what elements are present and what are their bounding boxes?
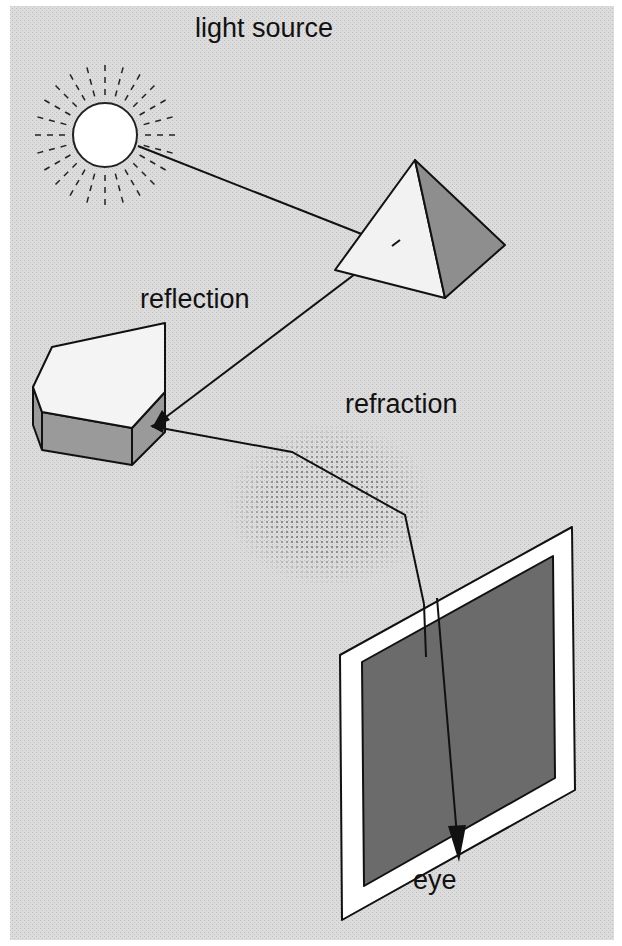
sun-ray — [155, 148, 161, 150]
sun-ray — [65, 155, 70, 158]
sun-ray — [55, 161, 60, 164]
sun-ray — [140, 112, 145, 115]
sun-ray — [131, 180, 134, 185]
sun-ray — [142, 94, 146, 98]
sun-ray — [104, 187, 106, 193]
sun-ray — [150, 106, 155, 109]
sun-ray — [144, 145, 150, 147]
sun-ray — [155, 120, 161, 122]
eye-label: eye — [413, 866, 457, 896]
sun-ray — [72, 102, 76, 106]
sun-ray — [61, 145, 67, 147]
sun-ray — [125, 95, 128, 100]
sun-ray — [49, 120, 55, 122]
sun-ray — [167, 152, 173, 154]
sun-ray — [93, 174, 95, 180]
sun-ray — [64, 172, 68, 176]
sun-ray — [157, 134, 163, 136]
light-source-symbol — [35, 65, 175, 205]
sun-ray — [150, 180, 154, 184]
sun-ray — [56, 86, 60, 90]
sun-ray — [115, 174, 117, 180]
sun-ray — [76, 85, 79, 90]
sun-ray — [90, 185, 92, 191]
sun-ray — [104, 65, 106, 71]
sun-ray — [150, 161, 155, 164]
prism — [33, 323, 165, 465]
sun-ray — [55, 106, 60, 109]
sun-ray — [144, 123, 150, 125]
sun-ray — [76, 180, 79, 185]
sun-ray — [131, 85, 134, 90]
sun-ray — [118, 185, 120, 191]
view-ray — [437, 598, 457, 836]
sun-ray — [160, 100, 165, 103]
sun-ray — [87, 67, 89, 73]
sun-ray — [72, 163, 76, 167]
sun-ray — [150, 86, 154, 90]
sun-ray — [47, 134, 53, 136]
image-plane — [340, 527, 575, 920]
sun-ray — [160, 167, 165, 170]
sun-ray — [59, 134, 65, 136]
sun-ray — [125, 170, 128, 175]
sun-ray — [93, 91, 95, 97]
sun-ray — [118, 79, 120, 85]
sun-ray — [65, 112, 70, 115]
sun-ray — [37, 117, 43, 119]
light-ray — [392, 240, 400, 246]
arrowhead — [448, 825, 466, 862]
background — [10, 6, 614, 940]
sun-ray — [122, 197, 124, 203]
sun-ray — [90, 79, 92, 85]
sun-ray — [44, 100, 49, 103]
sun-ray — [35, 134, 41, 136]
sun-ray — [104, 89, 106, 95]
sun-ray — [70, 190, 73, 195]
sun-ray — [70, 74, 73, 79]
sun-ray — [56, 180, 60, 184]
reflection-label: reflection — [140, 285, 250, 315]
sun-ray — [167, 117, 173, 119]
sun-ray — [137, 74, 140, 79]
sun-ray — [37, 152, 43, 154]
sun-ray — [133, 102, 137, 106]
pyramid — [335, 160, 505, 298]
sun-ray — [49, 148, 55, 150]
sun-ray — [64, 94, 68, 98]
sun-ray — [87, 197, 89, 203]
arrowhead — [150, 418, 166, 433]
sun-ray — [133, 163, 137, 167]
sun-ray — [104, 199, 106, 205]
sun-ray — [61, 123, 67, 125]
sun-ray — [115, 91, 117, 97]
refraction-label: refraction — [345, 390, 458, 420]
sun-ray — [140, 155, 145, 158]
light-ray — [424, 604, 426, 657]
sun-ray — [82, 170, 85, 175]
sun-ray — [145, 134, 151, 136]
sun-ray — [142, 172, 146, 176]
sun-ray — [137, 190, 140, 195]
sun-ray — [169, 134, 175, 136]
sun-ray — [82, 95, 85, 100]
sun-ray — [122, 67, 124, 73]
sun-ray — [104, 77, 106, 83]
sun-ray — [44, 167, 49, 170]
sun-ray — [104, 175, 106, 181]
source-label: light source — [195, 14, 333, 44]
